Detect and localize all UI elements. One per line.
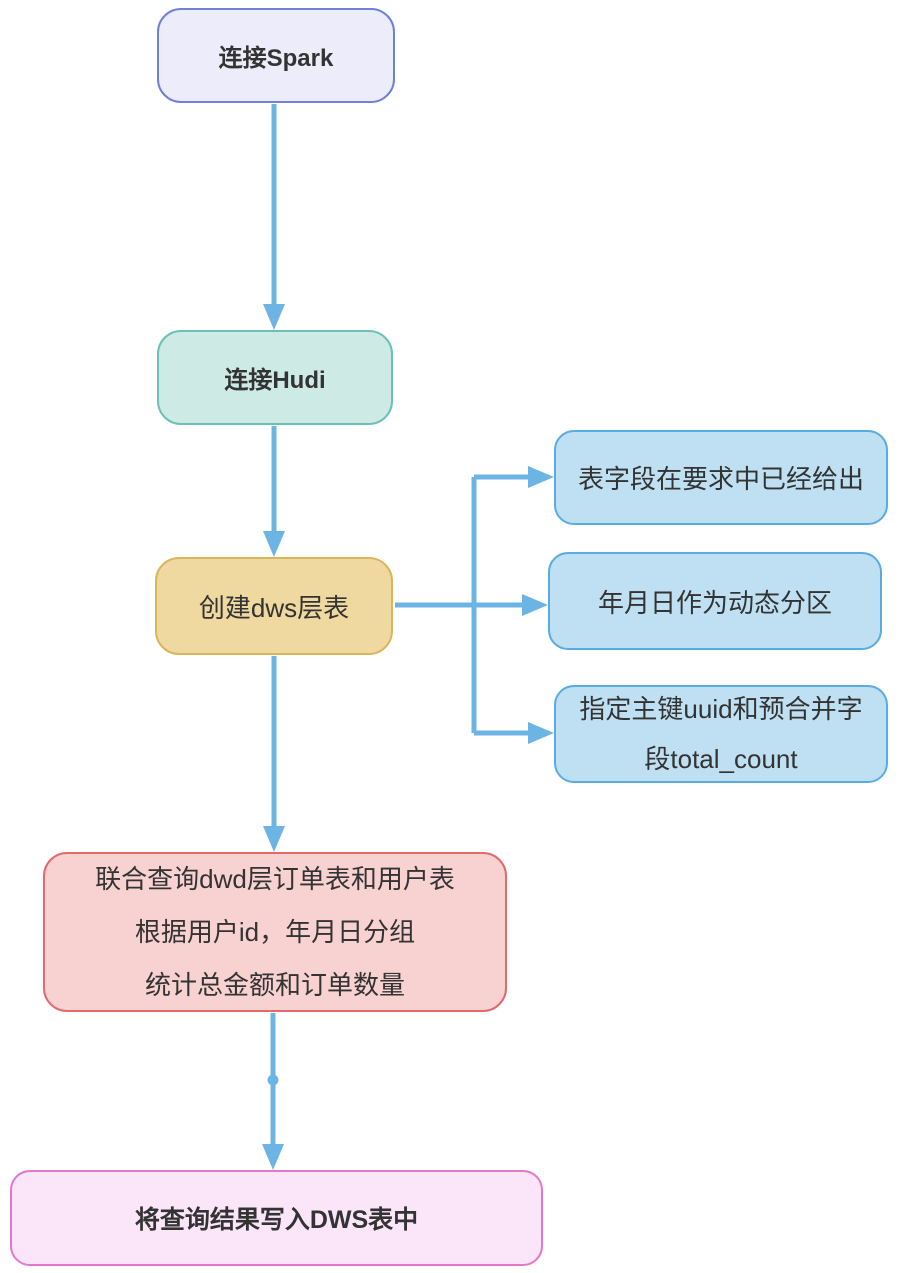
node-create-dws-table-label: 创建dws层表 <box>198 592 350 623</box>
arrow-hudi-to-dws-head <box>263 531 285 557</box>
arrow-dws-to-note-partition-head <box>522 594 548 616</box>
node-note-primary-key-line2: 段total_count <box>644 744 798 774</box>
node-note-table-fields[interactable]: 表字段在要求中已经给出 <box>554 430 888 525</box>
arrow-query-to-write-head <box>262 1144 284 1170</box>
arrow-dws-to-note-key-head <box>528 722 554 744</box>
node-connect-hudi-label: 连接Hudi <box>224 367 326 394</box>
node-note-dynamic-partition-label: 年月日作为动态分区 <box>597 587 832 618</box>
node-connect-spark[interactable]: 连接Spark <box>157 8 395 103</box>
node-join-query-line3: 统计总金额和订单数量 <box>144 969 405 1000</box>
arrow-spark-to-hudi-head <box>263 304 285 330</box>
node-note-primary-key-line1: 指定主键uuid和预合并字 <box>579 694 863 724</box>
node-join-query[interactable]: 联合查询dwd层订单表和用户表 根据用户id，年月日分组 统计总金额和订单数量 <box>43 852 507 1012</box>
node-note-primary-key[interactable]: 指定主键uuid和预合并字 段total_count <box>554 685 888 783</box>
arrow-dws-to-note-fields-head <box>528 466 554 488</box>
node-create-dws-table[interactable]: 创建dws层表 <box>155 557 393 655</box>
node-connect-spark-label: 连接Spark <box>218 45 334 72</box>
arrow-dws-to-query-head <box>263 826 285 852</box>
node-join-query-line1: 联合查询dwd层订单表和用户表 <box>95 863 455 894</box>
arrow-query-to-write-midpoint-dot <box>267 1074 279 1086</box>
node-note-table-fields-label: 表字段在要求中已经给出 <box>577 464 864 494</box>
node-note-dynamic-partition[interactable]: 年月日作为动态分区 <box>548 552 882 650</box>
node-connect-hudi[interactable]: 连接Hudi <box>157 330 393 425</box>
node-write-dws-result[interactable]: 将查询结果写入DWS表中 <box>10 1170 543 1266</box>
node-join-query-line2: 根据用户id，年月日分组 <box>134 916 416 947</box>
node-write-dws-result-label: 将查询结果写入DWS表中 <box>134 1206 419 1234</box>
